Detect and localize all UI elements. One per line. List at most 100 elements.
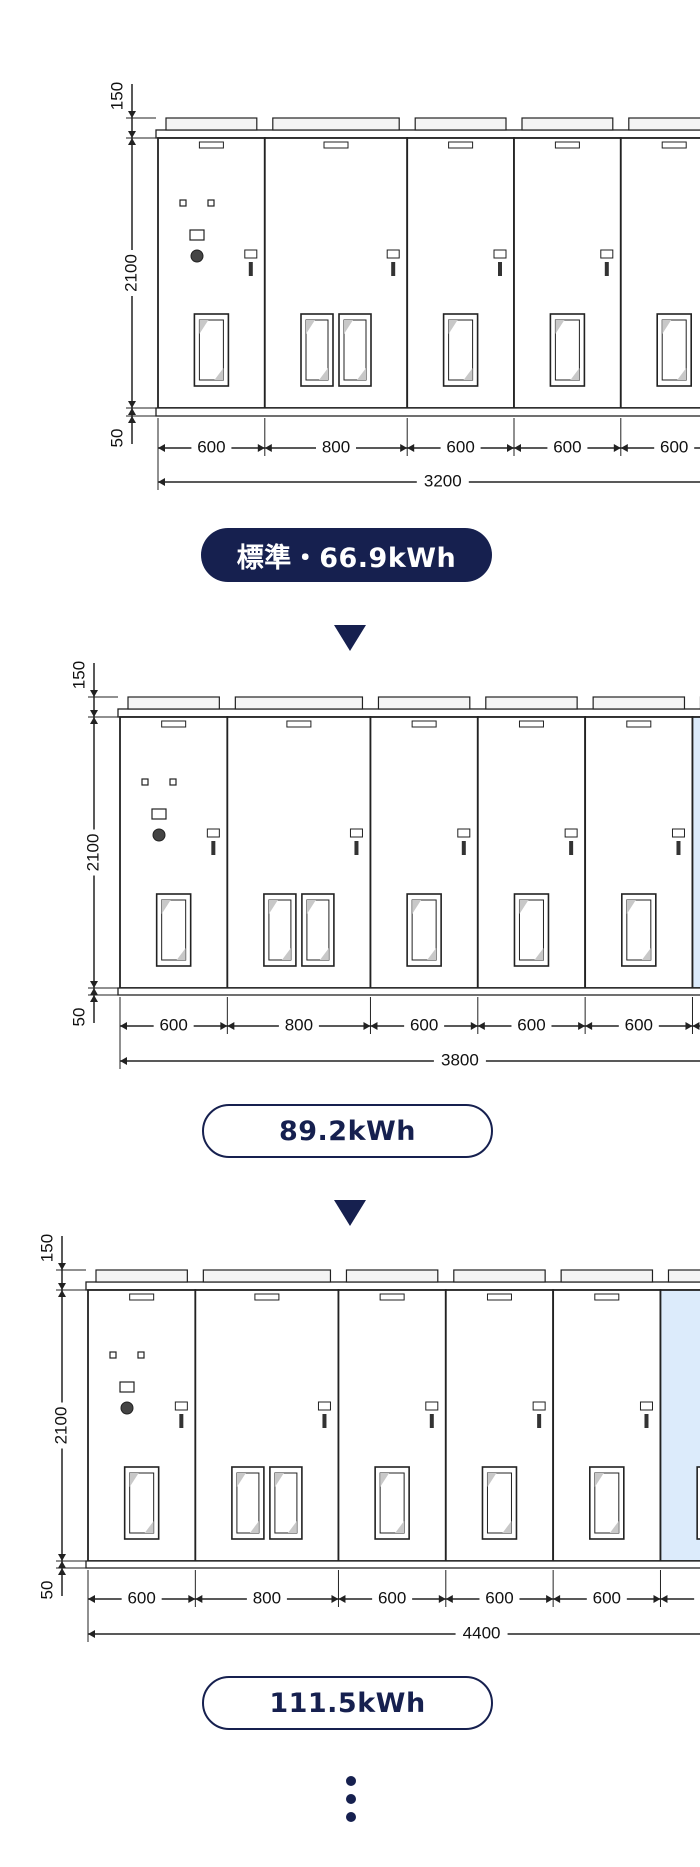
width-label: 600	[625, 1015, 653, 1034]
cabinet	[263, 137, 409, 409]
latch	[425, 1401, 439, 1411]
vent-glare	[176, 948, 186, 960]
arrowhead-right	[613, 444, 621, 452]
vertical-ellipsis-icon	[346, 1776, 356, 1830]
vent-glare	[306, 320, 315, 334]
vent-frame	[306, 899, 330, 961]
cabinet-row-plus-two: 1502100506008006006006006006004400	[37, 1234, 700, 1644]
handle	[498, 262, 502, 276]
vent-glare	[487, 1473, 497, 1487]
width-label: 600	[159, 1015, 187, 1034]
latch	[564, 828, 578, 838]
latch	[386, 249, 400, 259]
triangle-down-icon	[334, 1200, 366, 1226]
indicator-lamp	[169, 778, 177, 786]
arrowhead-down	[90, 981, 98, 988]
top-cap	[202, 1269, 332, 1283]
arrowhead-left	[195, 1595, 203, 1603]
top-plate	[379, 1293, 405, 1301]
label-mask	[547, 438, 588, 458]
vent-glare	[677, 368, 687, 380]
cabinet	[194, 1289, 340, 1562]
handle	[644, 1414, 649, 1428]
label-mask	[51, 1402, 73, 1449]
vent-glare	[448, 320, 458, 334]
vent-frame	[379, 1472, 405, 1534]
vent-frame	[274, 1472, 298, 1534]
handle	[604, 262, 609, 276]
arrowhead-down	[58, 1283, 66, 1290]
vent-glare	[129, 1473, 139, 1487]
handle	[211, 841, 216, 855]
arrowhead-left	[120, 1057, 127, 1065]
arrowhead-down	[90, 690, 98, 697]
label-mask	[455, 1624, 508, 1644]
vent-frame	[129, 1472, 155, 1534]
arrowhead-right	[257, 444, 265, 452]
display-panel	[151, 808, 167, 820]
arrowhead-left	[407, 444, 415, 452]
width-label: 600	[197, 437, 225, 456]
added-cabinet	[691, 716, 700, 989]
config-label-89kwh: 89.2kWh	[202, 1104, 493, 1158]
vent-glare	[519, 900, 529, 914]
indicator-lamp	[137, 1351, 145, 1359]
label-mask	[440, 438, 481, 458]
top-cap	[345, 1269, 439, 1283]
top-cap	[485, 696, 578, 710]
config-label-111kwh: 111.5kWh	[202, 1676, 493, 1730]
vent-glare	[144, 1521, 154, 1533]
indicator-lamp	[179, 199, 187, 207]
top-plate	[129, 1293, 155, 1301]
arrowhead-right	[363, 1022, 371, 1030]
latch	[457, 828, 471, 838]
total-width-label: 3800	[441, 1050, 479, 1069]
handle	[322, 1414, 327, 1428]
vent-frame	[305, 319, 329, 381]
height-label-top: 150	[37, 1234, 56, 1262]
vent-glare	[274, 1473, 284, 1487]
height-label-bottom: 50	[107, 429, 126, 448]
vent-frame	[343, 319, 367, 381]
width-label: 600	[410, 1015, 438, 1034]
arrowhead-up	[58, 1290, 66, 1297]
vent-glare	[281, 948, 291, 960]
vent-glare	[380, 1473, 390, 1487]
width-label: 600	[593, 1588, 621, 1607]
vent-frame	[518, 899, 544, 961]
label-mask	[191, 438, 232, 458]
indicator-lamp	[109, 1351, 117, 1359]
arrowhead-down	[128, 111, 136, 118]
top-plate	[161, 720, 187, 728]
arrowhead-right	[470, 1022, 478, 1030]
arrowhead-down	[58, 1263, 66, 1270]
latch	[493, 249, 507, 259]
label-mask	[121, 1589, 162, 1609]
vent-glare	[641, 948, 651, 960]
base-plinth	[155, 407, 700, 417]
top-cap	[453, 1269, 546, 1283]
label-mask	[404, 1016, 445, 1036]
cabinet-row-plus-one: 1502100506008006006006006003800	[69, 661, 700, 1071]
width-label: 600	[553, 437, 581, 456]
base-plinth	[117, 987, 700, 996]
top-cap	[592, 696, 686, 710]
vent-glare	[268, 900, 278, 914]
top-plate	[594, 1293, 620, 1301]
top-cap	[414, 117, 507, 131]
arrowhead-right	[220, 1022, 228, 1030]
height-label-bottom: 50	[69, 1008, 88, 1027]
label-mask	[316, 438, 356, 458]
arrowhead-left	[158, 478, 165, 486]
vent-frame	[594, 1472, 620, 1534]
arrowhead-left	[585, 1022, 593, 1030]
roof-lip	[85, 1281, 700, 1291]
top-plate	[411, 720, 437, 728]
label-mask	[618, 1016, 659, 1036]
total-width-label: 4400	[463, 1623, 501, 1642]
top-cap	[560, 1269, 654, 1283]
arrowhead-up	[128, 408, 136, 415]
vent-glare	[662, 320, 672, 334]
selector-switch	[190, 249, 204, 263]
